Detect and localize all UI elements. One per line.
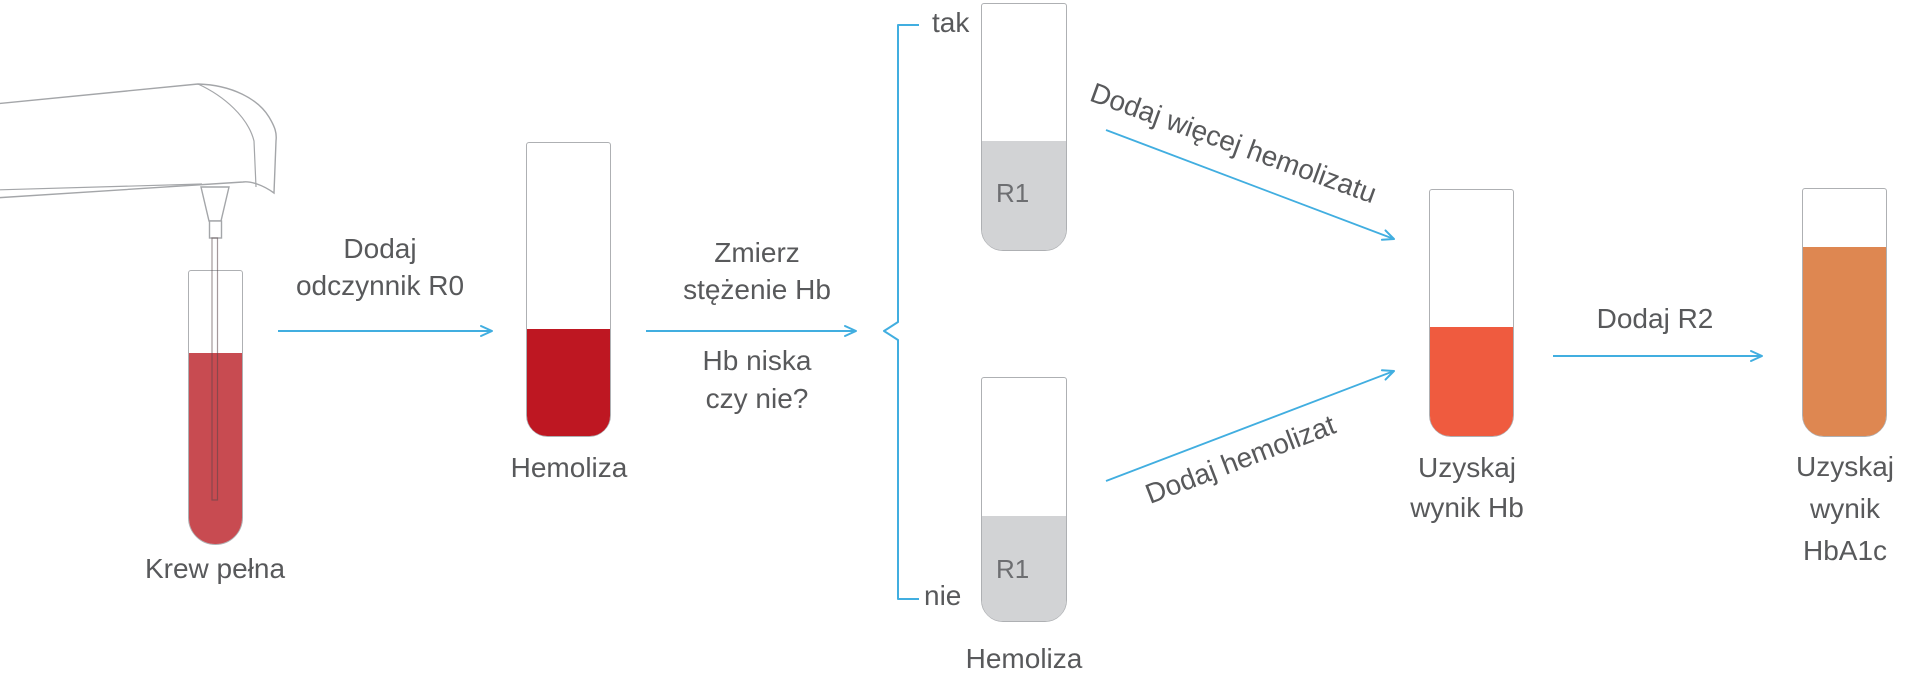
test-tube-r1-bottom: R1 (981, 377, 1067, 622)
test-tube-hemolysate (526, 142, 611, 437)
label-krew-pelna: Krew pełna (144, 553, 286, 584)
label-zmierz-stezenie-hb: Zmierz stężenie Hb (657, 234, 857, 308)
label-uzyskaj-wynik-hba1c: Uzyskaj wynik HbA1c (1745, 446, 1920, 572)
label-hemoliza-bottom: Hemoliza (965, 643, 1083, 674)
test-tube-hb-result (1429, 189, 1514, 437)
r1-bottom-label: R1 (996, 554, 1030, 584)
label-dodaj-odczynnik-r0-line1: Dodaj (343, 233, 417, 264)
label-hemoliza: Hemoliza (510, 452, 628, 483)
test-tube-hba1c-result (1802, 188, 1887, 437)
label-wynik-hb-line1: Uzyskaj (1417, 452, 1516, 483)
label-zmierz-line1: Zmierz (714, 237, 800, 268)
dispenser-nozzle-icon (200, 186, 230, 222)
label-question-line2: czy nie? (705, 383, 809, 414)
hba1c-result-liquid (1803, 247, 1886, 436)
label-dodaj-r2: Dodaj R2 (1596, 303, 1714, 334)
decision-branch-line (883, 24, 919, 600)
test-tube-whole-blood (188, 270, 243, 545)
label-wynik-hba1c-line1: Uzyskaj (1795, 451, 1894, 482)
label-wynik-hba1c-line3: HbA1c (1802, 535, 1888, 566)
hb-result-liquid (1430, 327, 1513, 436)
test-tube-r1-top: R1 (981, 3, 1067, 251)
label-dodaj-odczynnik-r0: Dodaj odczynnik R0 (280, 230, 480, 304)
label-hb-niska-czy-nie: Hb niska czy nie? (657, 342, 857, 418)
dispenser-needle-icon (211, 237, 219, 501)
label-wynik-hba1c-line2: wynik (1809, 493, 1880, 524)
label-dodaj-odczynnik-r0-line2: odczynnik R0 (295, 270, 465, 301)
dispenser-arm-icon (0, 83, 277, 239)
label-branch-no: nie (924, 580, 962, 611)
r1-bottom-liquid (982, 516, 1066, 621)
arrow-add-hemolysate (1105, 369, 1395, 482)
r1-top-label: R1 (996, 178, 1030, 208)
label-wynik-hb-line2: wynik Hb (1410, 492, 1524, 523)
label-question-line1: Hb niska (702, 345, 812, 376)
r1-top-liquid (982, 141, 1066, 250)
label-uzyskaj-wynik-hb: Uzyskaj wynik Hb (1367, 448, 1567, 528)
arrow-add-more-hemolysate (1105, 129, 1395, 241)
hemolysate-liquid (527, 329, 610, 436)
label-branch-yes: tak (932, 7, 970, 38)
label-zmierz-line2: stężenie Hb (683, 274, 831, 305)
whole-blood-liquid (189, 353, 242, 544)
